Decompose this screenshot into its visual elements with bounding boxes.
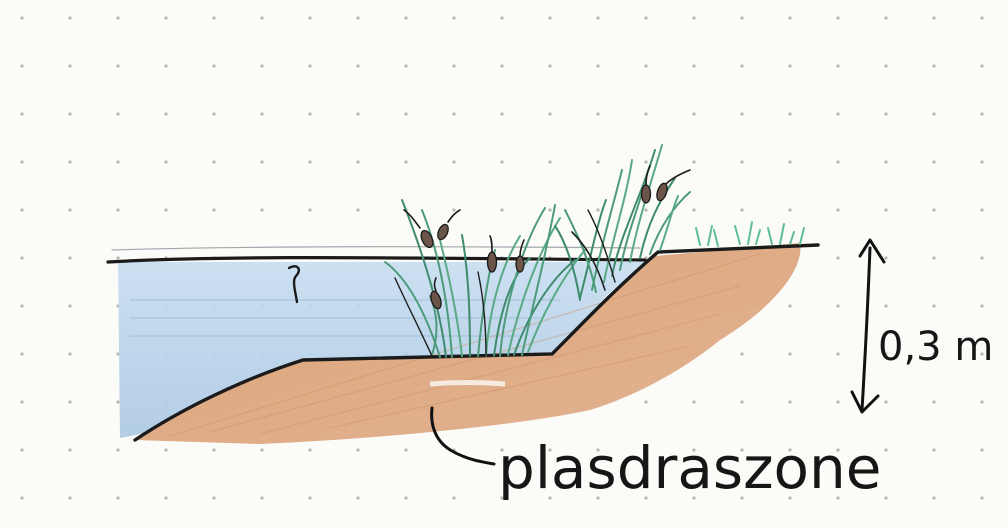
- depth-label: 0,3 m: [878, 324, 993, 370]
- zone-label: plasdraszone: [498, 434, 882, 502]
